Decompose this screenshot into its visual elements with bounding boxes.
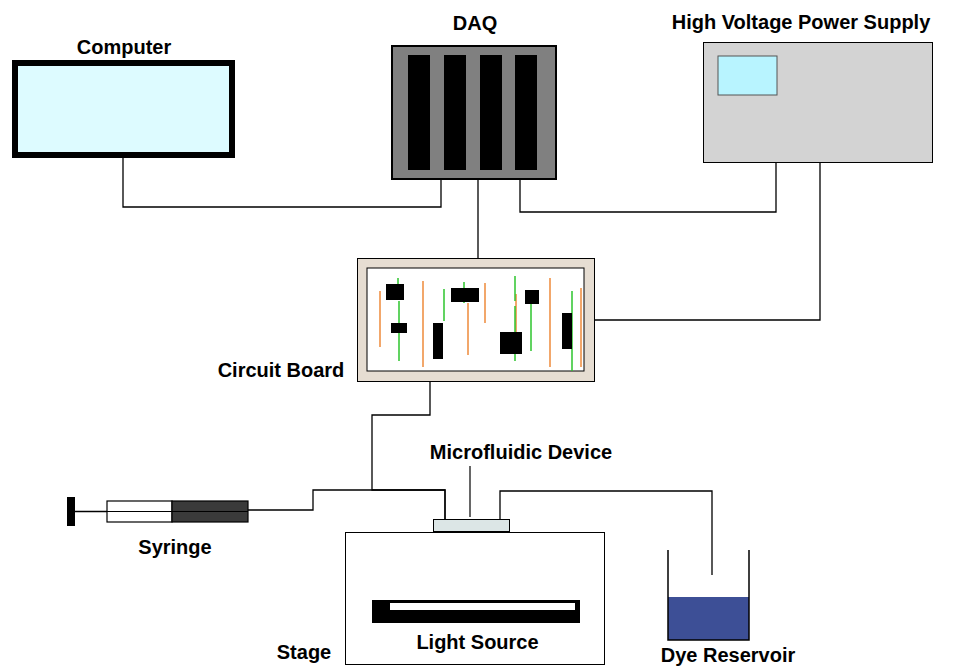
circuit-board: Circuit Board — [357, 258, 595, 382]
lamp-strip — [390, 603, 575, 610]
trace — [549, 278, 551, 367]
hv-illustration — [704, 43, 934, 164]
plunger-rod — [75, 511, 107, 513]
dye-liquid — [668, 597, 749, 640]
power-supply: High Voltage Power Supply — [703, 42, 933, 163]
leader-line — [469, 466, 470, 517]
node-label: Light Source — [416, 631, 538, 653]
node-label: Syringe — [138, 536, 211, 558]
display-screen — [718, 56, 777, 95]
board-illustration — [358, 259, 596, 383]
node-label: Dye Reservoir — [661, 644, 796, 666]
node-label: Computer — [77, 36, 171, 58]
trace — [530, 301, 532, 351]
microfluidic-chip: Microfluidic Device — [433, 519, 510, 532]
light-source: Light Source — [372, 600, 580, 623]
node-label: Microfluidic Device — [430, 441, 612, 463]
syringe: Syringe — [67, 497, 248, 526]
trace — [379, 291, 381, 347]
trace — [443, 289, 445, 321]
node-label: High Voltage Power Supply — [672, 11, 931, 33]
syringe-illustration — [67, 497, 248, 526]
trace — [467, 303, 469, 355]
light-illustration — [372, 600, 580, 623]
chip-component — [451, 288, 479, 302]
trace — [484, 283, 486, 323]
daq-slot — [480, 55, 502, 170]
syringe-axis — [107, 511, 248, 512]
signal-wire — [595, 163, 820, 320]
microscope-stage: StageLight Source — [345, 532, 605, 665]
chip-component — [386, 284, 404, 300]
dye-reservoir: Dye Reservoir — [668, 550, 749, 640]
chip-component — [433, 323, 443, 359]
daq-slot — [444, 55, 466, 170]
chip-component — [562, 313, 572, 349]
daq-illustration — [393, 47, 559, 182]
daq-slot — [515, 55, 537, 170]
node-label: Circuit Board — [218, 359, 345, 381]
chip-component — [391, 323, 407, 333]
trace — [580, 288, 582, 367]
beaker-illustration — [668, 550, 749, 640]
plunger-cap — [67, 497, 75, 526]
computer-monitor: Computer — [12, 60, 235, 158]
signal-wire — [477, 180, 478, 258]
trace — [422, 281, 424, 367]
daq-unit: DAQ — [391, 45, 557, 180]
chip-component — [525, 290, 539, 304]
trace — [514, 276, 516, 301]
node-label: DAQ — [453, 12, 497, 34]
chip-component — [500, 332, 522, 354]
board-surface — [367, 268, 584, 371]
beaker-outline — [668, 550, 749, 640]
daq-slot — [408, 55, 430, 170]
node-label: Stage — [277, 641, 331, 663]
signal-wire — [248, 490, 445, 519]
signal-wire — [520, 163, 776, 212]
